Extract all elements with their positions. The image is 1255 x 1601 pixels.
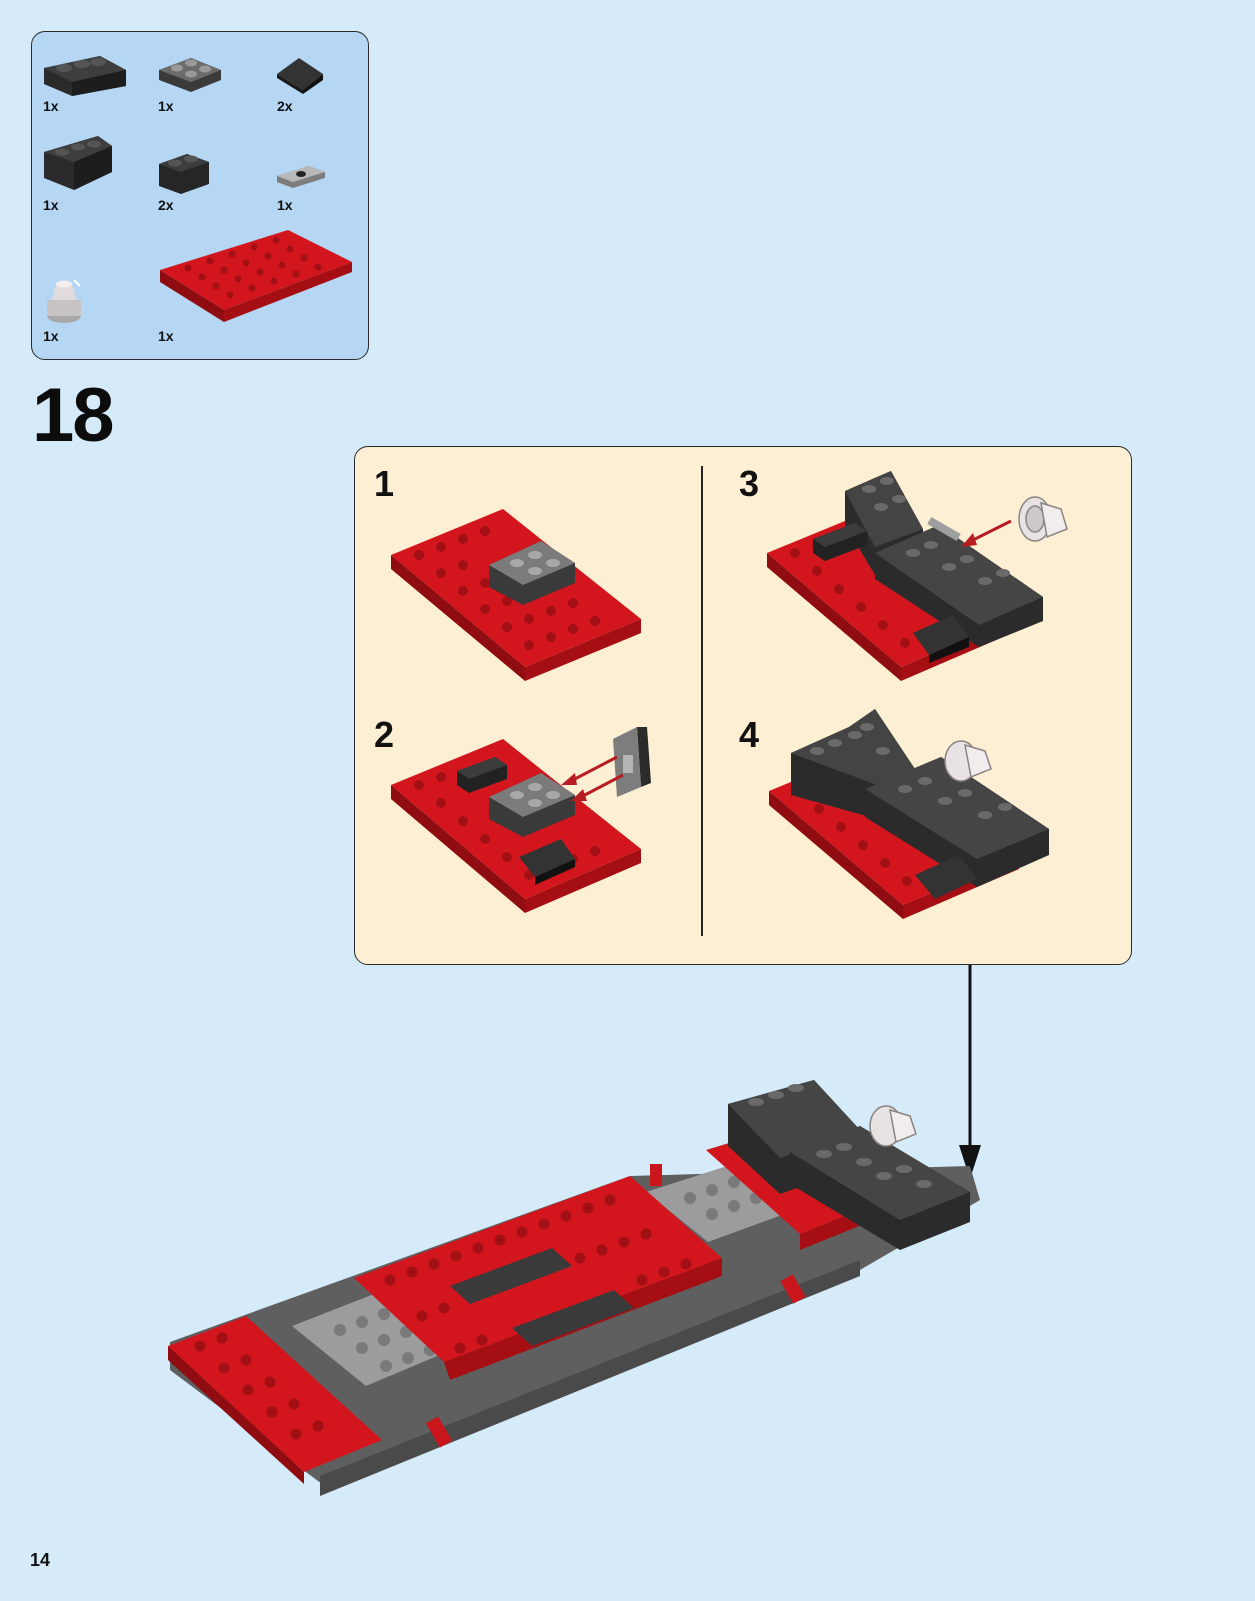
part-red-plate-6x10 xyxy=(158,228,354,324)
part-qty: 2x xyxy=(158,197,174,213)
part-qty: 1x xyxy=(277,197,293,213)
substep-label-4: 4 xyxy=(739,717,759,753)
part-qty: 1x xyxy=(43,197,59,213)
page-number: 14 xyxy=(30,1550,50,1571)
part-dark-bluish-gray-modified-plate xyxy=(157,54,223,94)
substep-4-illustration xyxy=(765,705,1065,930)
part-qty: 1x xyxy=(158,98,174,114)
part-black-wedge-brick xyxy=(42,50,128,98)
part-black-wedge-brick-mirrored xyxy=(42,132,114,194)
part-qty: 1x xyxy=(43,98,59,114)
substep-2-illustration xyxy=(385,727,675,932)
part-light-gray-jumper-plate xyxy=(275,164,327,190)
main-model-illustration xyxy=(160,1080,990,1535)
step-number: 18 xyxy=(32,378,113,454)
substep-divider xyxy=(701,466,703,936)
part-qty: 1x xyxy=(43,328,59,344)
substep-label-3: 3 xyxy=(739,466,759,502)
part-black-brick-1x2 xyxy=(157,150,211,196)
substep-label-1: 1 xyxy=(374,466,394,502)
substep-panel: 1 3 2 4 xyxy=(354,446,1132,965)
part-black-slope xyxy=(275,56,325,94)
part-trans-clear-cone xyxy=(44,278,84,324)
substep-3-illustration xyxy=(763,461,1073,696)
parts-list-panel: 1x 1x 2x 1x xyxy=(31,31,369,360)
part-qty: 1x xyxy=(158,328,174,344)
substep-1-illustration xyxy=(385,507,645,692)
part-qty: 2x xyxy=(277,98,293,114)
